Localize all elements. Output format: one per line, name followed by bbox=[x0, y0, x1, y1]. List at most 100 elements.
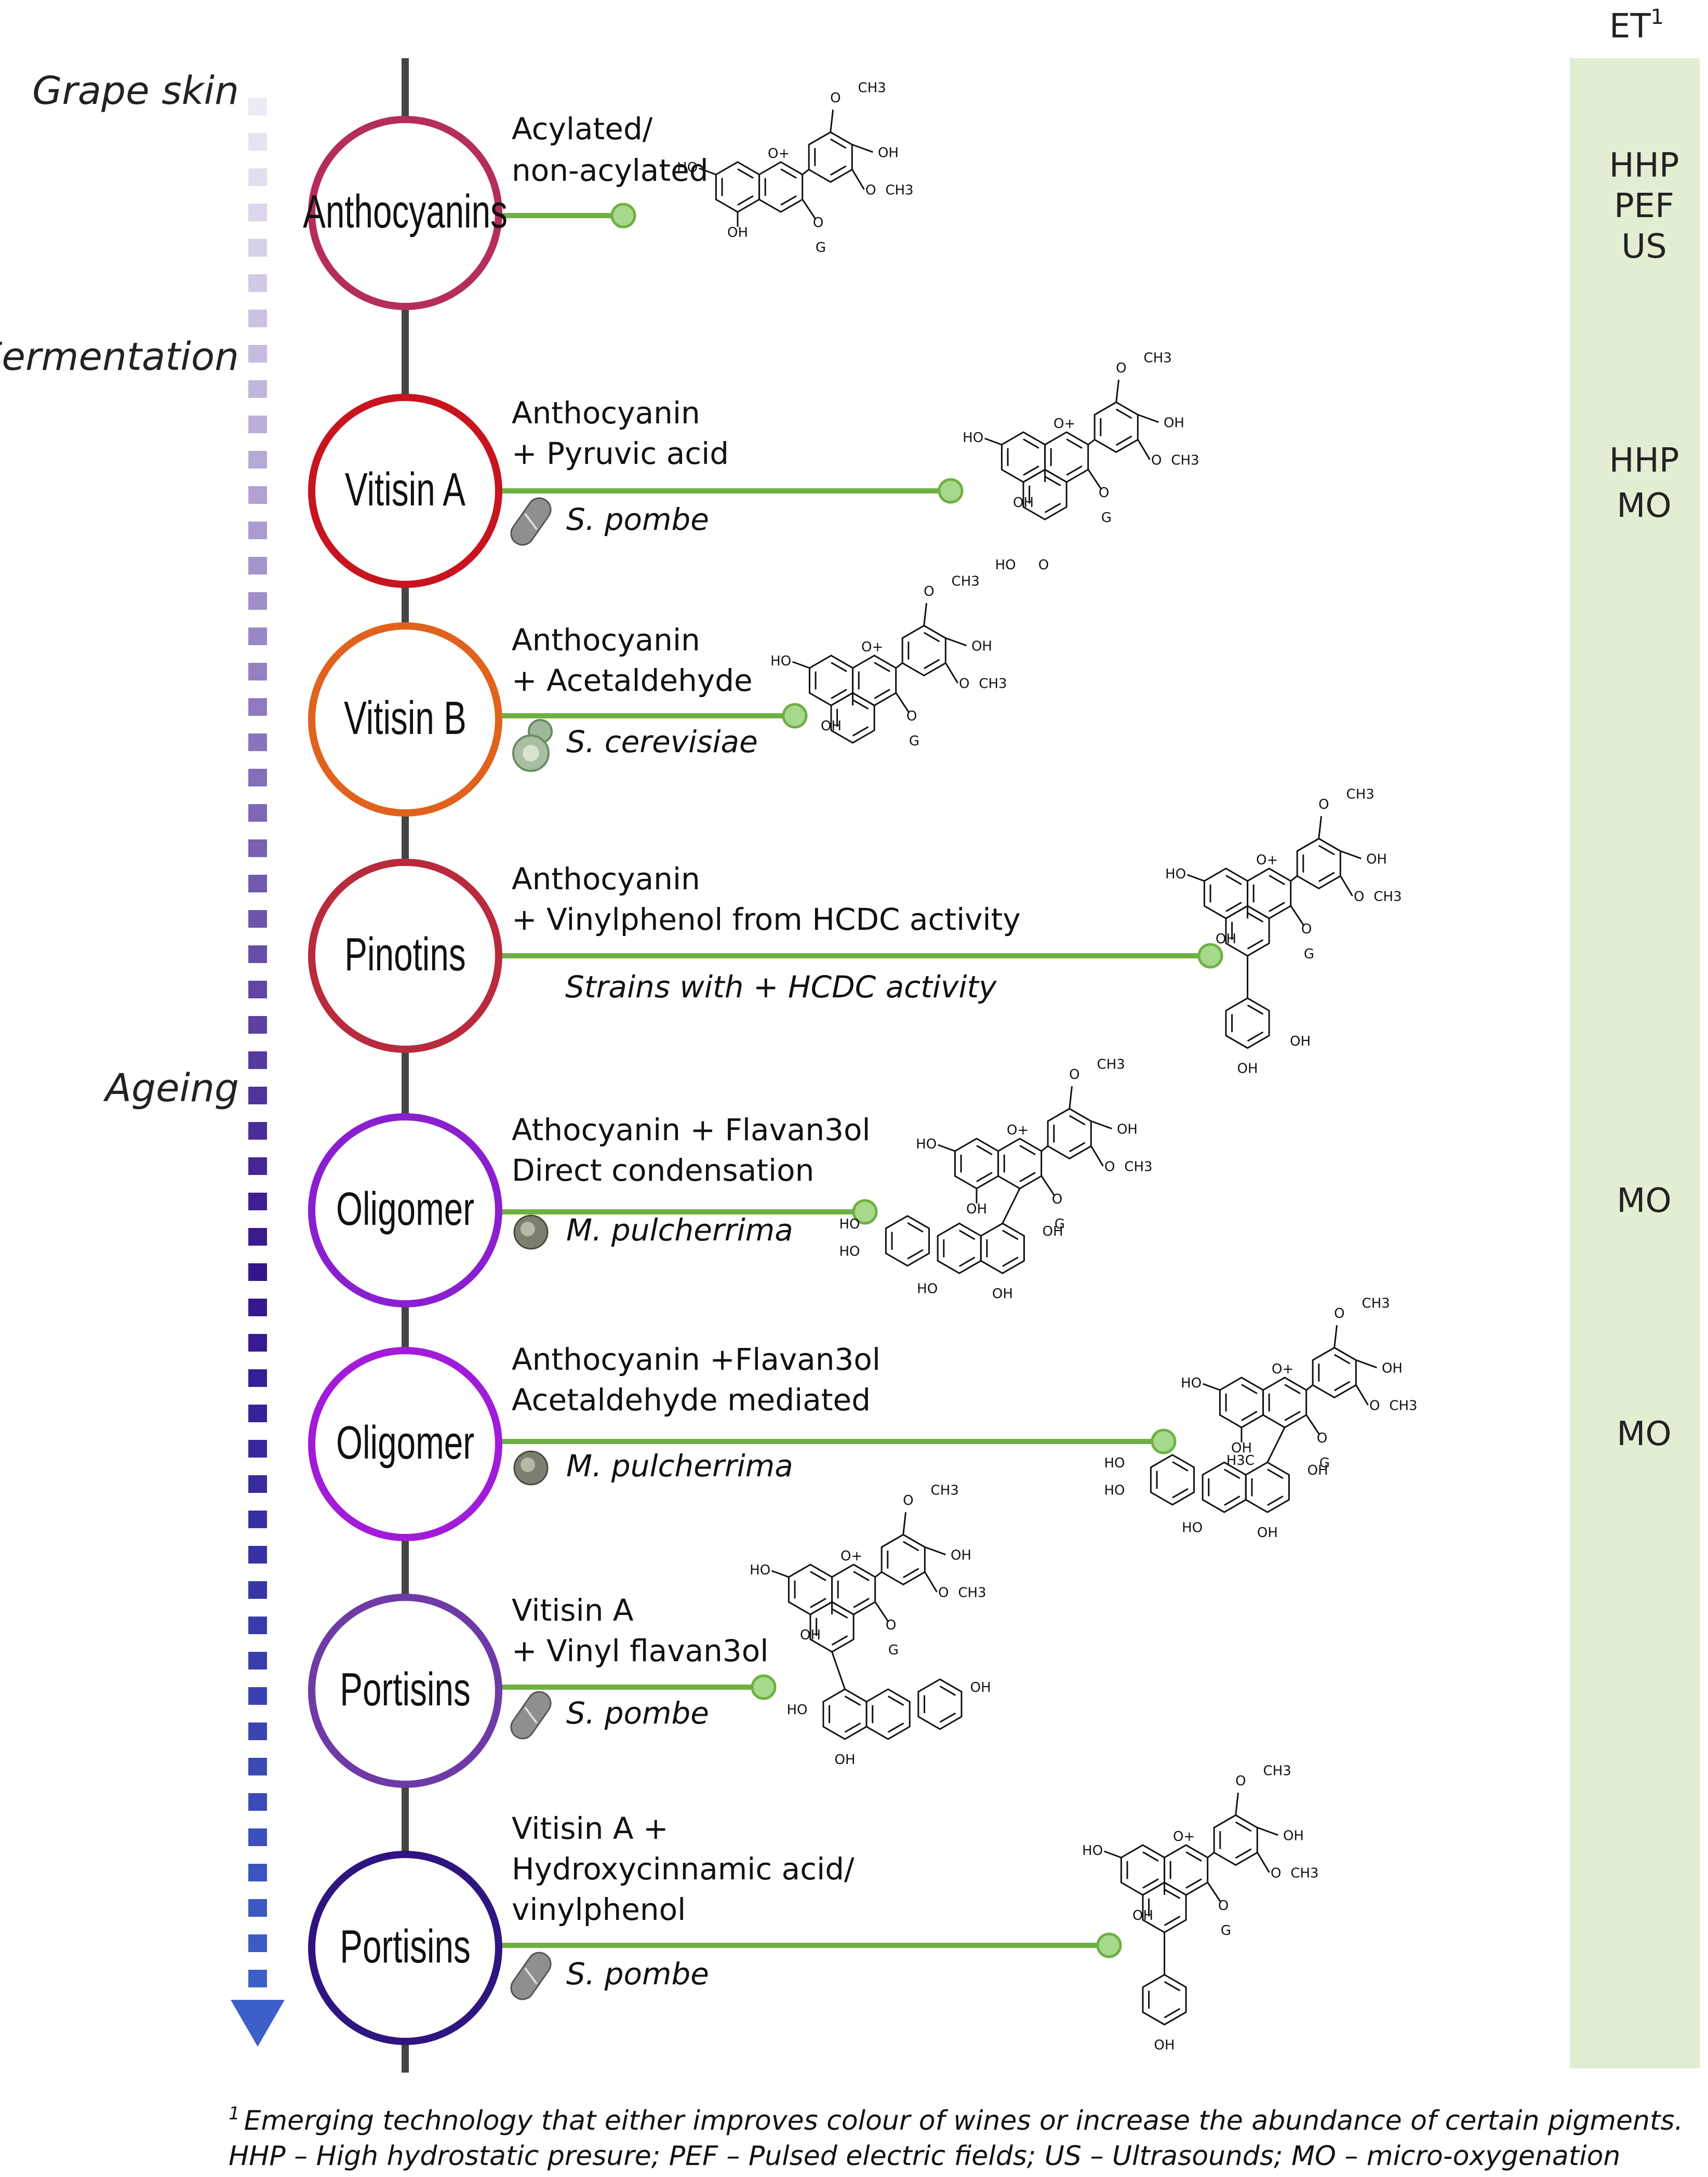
arrow-square bbox=[248, 522, 267, 539]
atom-label: HO bbox=[1104, 1455, 1125, 1471]
arrow-square bbox=[248, 875, 267, 892]
atom-label: HO bbox=[1182, 1520, 1203, 1536]
atom-label: OH bbox=[835, 1752, 856, 1768]
arrow-square bbox=[248, 1157, 267, 1175]
pigment-name: Anthocyanins bbox=[303, 185, 508, 237]
arrow-square bbox=[248, 345, 267, 363]
atom-label: HO bbox=[916, 1137, 937, 1152]
pigment-name: Portisins bbox=[340, 1663, 471, 1715]
arrow-square bbox=[248, 486, 267, 504]
atom-label: HO bbox=[770, 653, 791, 669]
et-label: HHP bbox=[1609, 146, 1679, 185]
arrow-square bbox=[248, 627, 267, 645]
arrow-square bbox=[248, 1405, 267, 1422]
atom-label: O+ bbox=[1007, 1123, 1029, 1138]
atom-label: OH bbox=[1043, 1224, 1063, 1239]
atom-label: CH3 bbox=[1362, 1296, 1390, 1312]
arrow-square bbox=[248, 1722, 267, 1740]
stage-fermentation: Fermentation bbox=[0, 335, 239, 379]
arrow-square bbox=[248, 663, 267, 680]
arrow-square bbox=[248, 204, 267, 221]
rod-yeast-icon bbox=[510, 497, 552, 546]
arrow-square bbox=[248, 592, 267, 610]
arrow-square bbox=[248, 168, 267, 186]
round-yeast-icon bbox=[513, 1214, 549, 1250]
reaction-label: Anthocyanin bbox=[512, 861, 700, 897]
atom-label: G bbox=[888, 1642, 899, 1658]
reaction-label: + Pyruvic acid bbox=[512, 436, 729, 471]
organism-label: S. pombe bbox=[566, 1956, 709, 1992]
atom-label: G bbox=[816, 240, 826, 256]
arrow-square bbox=[248, 133, 267, 151]
arrow-head-icon bbox=[231, 2000, 285, 2047]
et-label: MO bbox=[1617, 1182, 1672, 1220]
atom-label: OH bbox=[1307, 1463, 1328, 1478]
atom-label: O+ bbox=[1173, 1829, 1195, 1845]
arrow-square bbox=[248, 1687, 267, 1705]
arrow-square bbox=[248, 1122, 267, 1140]
pigment-circle bbox=[308, 1594, 502, 1788]
arrow-square bbox=[248, 1193, 267, 1210]
arrow-square bbox=[248, 1475, 267, 1493]
connector-node bbox=[782, 703, 808, 729]
connector-node bbox=[610, 203, 636, 229]
atom-label: CH3 bbox=[1124, 1159, 1152, 1174]
pigment-circle bbox=[308, 622, 502, 817]
atom-label: OH bbox=[1290, 1034, 1311, 1049]
pigment-name: Vitisin B bbox=[344, 692, 466, 744]
atom-label: OH bbox=[1283, 1828, 1304, 1844]
connector-node bbox=[1197, 943, 1223, 969]
arrow-square bbox=[248, 1617, 267, 1634]
arrow-square bbox=[248, 1934, 267, 1952]
reaction-label: Acylated/ bbox=[512, 111, 653, 146]
atom-label: CH3 bbox=[1171, 452, 1199, 468]
pigment-circle bbox=[308, 394, 502, 588]
atom-label: OH bbox=[951, 1547, 971, 1563]
arrow-square bbox=[248, 1793, 267, 1811]
atom-label: HO bbox=[1104, 1483, 1125, 1499]
organism-label: S. pombe bbox=[566, 502, 709, 537]
atom-label: O bbox=[1271, 1865, 1281, 1881]
atom-label: O bbox=[959, 676, 969, 691]
arrow-square bbox=[248, 239, 267, 257]
arrow-square bbox=[248, 274, 267, 292]
rod-yeast-icon bbox=[510, 1691, 552, 1740]
arrow-square bbox=[248, 451, 267, 469]
arrow-square bbox=[248, 1051, 267, 1069]
atom-label: O bbox=[924, 584, 934, 599]
atom-label: HO bbox=[750, 1562, 770, 1578]
organism-label: M. pulcherrima bbox=[566, 1448, 793, 1484]
pigment-name: Vitisin A bbox=[345, 463, 466, 515]
atom-label: OH bbox=[966, 1201, 987, 1217]
arrow-square bbox=[248, 1864, 267, 1881]
et-label: HHP bbox=[1609, 442, 1679, 480]
atom-label: OH bbox=[1382, 1360, 1403, 1376]
arrow-square bbox=[248, 1369, 267, 1387]
atom-label: CH3 bbox=[958, 1585, 986, 1600]
et-cell-oligomer-acetaldehyde: MO bbox=[1617, 1415, 1672, 1453]
atom-label: G bbox=[909, 733, 919, 749]
et-cell-anthocyanins: HHP PEF US bbox=[1609, 146, 1679, 266]
atom-label: CH3 bbox=[1290, 1865, 1318, 1881]
et-header: ET1 bbox=[1609, 5, 1664, 46]
arrow-square bbox=[248, 1263, 267, 1281]
atom-label: CH3 bbox=[931, 1483, 959, 1499]
connector-node bbox=[751, 1674, 777, 1700]
atom-label: OH bbox=[1237, 1061, 1258, 1077]
stage-ageing: Ageing bbox=[103, 1066, 239, 1111]
arrow-square bbox=[248, 1652, 267, 1670]
arrow-square bbox=[248, 910, 267, 928]
atom-label: CH3 bbox=[952, 574, 980, 590]
